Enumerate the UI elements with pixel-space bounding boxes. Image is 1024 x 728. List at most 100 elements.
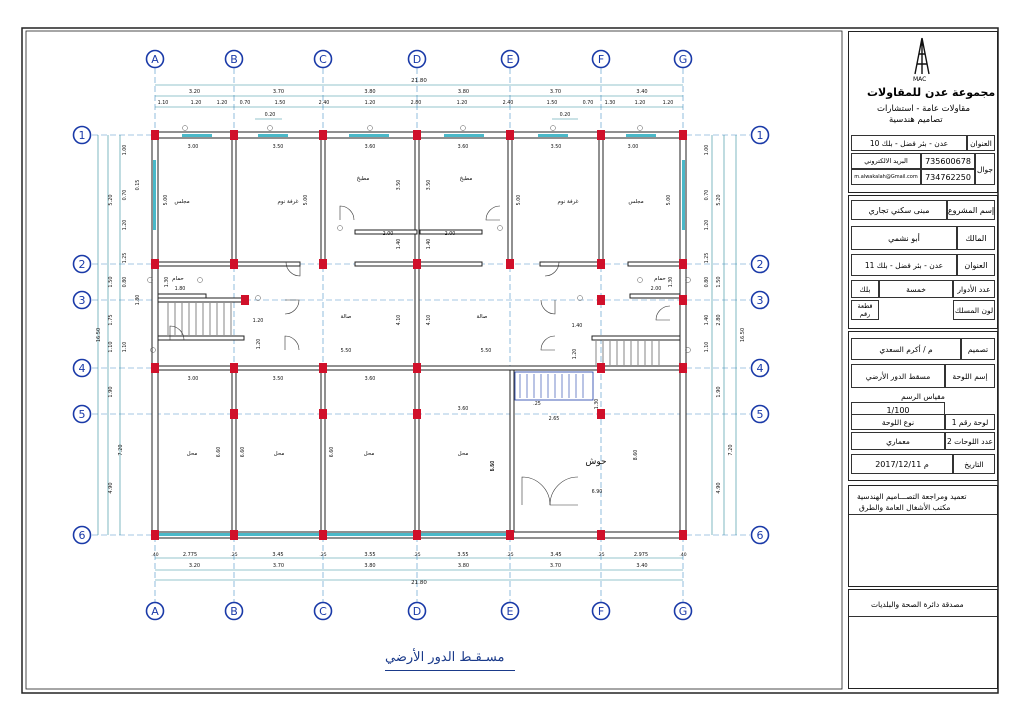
mobile-1: 735600678 xyxy=(921,153,975,169)
window-north xyxy=(182,134,212,137)
room-dim: 5.50 xyxy=(341,348,352,354)
address-value: عدن - بئر فضل - بلك 10 xyxy=(851,135,967,151)
dim-right: 7.20 xyxy=(728,444,734,455)
marker-circle xyxy=(685,277,691,283)
wall-shop-v xyxy=(320,369,326,533)
grid-label-4-right: 4 xyxy=(757,362,764,375)
dim-right-inner: 1.25 xyxy=(704,253,710,264)
mobile-label: جوال xyxy=(975,153,995,185)
marker-circle xyxy=(197,277,203,283)
grid-bubble-E-top xyxy=(500,49,520,69)
dim-top-detail: 1.20 xyxy=(191,100,202,106)
dim-bottom-span: 3.70 xyxy=(273,563,284,569)
company-name: مجموعة عدن للمقاولات xyxy=(867,86,996,99)
marker-circle xyxy=(577,295,583,301)
sheet-name-label: إسم اللوحة xyxy=(945,364,995,388)
grid-label-E-bottom: E xyxy=(507,605,514,618)
column-14 xyxy=(241,295,249,305)
room-label: محل xyxy=(274,451,285,457)
room-dim: 1.30 xyxy=(668,277,674,288)
dim-bottom-detail: 3.55 xyxy=(364,552,375,558)
dim-bottom-small: .25 xyxy=(506,552,513,558)
marker-circle xyxy=(367,125,373,131)
dim-top-span: 3.80 xyxy=(364,89,375,95)
floors-label: عدد الأدوار xyxy=(953,280,995,298)
room-dim: 1.80 xyxy=(175,286,186,292)
column-18 xyxy=(230,363,238,373)
dim-left: 1.90 xyxy=(108,386,114,397)
column-16 xyxy=(679,295,687,305)
block-value: بلك xyxy=(851,280,879,298)
columns xyxy=(151,130,687,540)
plan-title-underline xyxy=(385,670,515,671)
dim-bottom-detail: 3.45 xyxy=(272,552,283,558)
column-25 xyxy=(413,409,421,419)
dim-bottom-total: 21.80 xyxy=(411,580,427,586)
sheet-type-value: معماري xyxy=(851,432,945,450)
marker-circle xyxy=(550,125,556,131)
column-3 xyxy=(413,130,421,140)
window-north xyxy=(538,134,568,137)
grid-label-5-left: 5 xyxy=(79,408,86,421)
email-value: m.alwakalah@Gmail.com xyxy=(851,169,921,185)
column-31 xyxy=(506,530,514,540)
room-label: صالة xyxy=(341,314,352,320)
wall-kitchen-l xyxy=(354,229,418,235)
grid-label-A-bottom: A xyxy=(151,605,159,618)
column-1 xyxy=(230,130,238,140)
marker-circle xyxy=(267,125,273,131)
marker-circle xyxy=(255,295,261,301)
date-value: 2017/12/11 م xyxy=(851,454,953,474)
grid-bubble-1-left xyxy=(72,125,92,145)
window-east xyxy=(682,160,685,230)
room-label: غرفة نوم xyxy=(557,199,578,205)
wall-stair-top-l xyxy=(157,297,245,303)
dim-bottom-detail: 2.975 xyxy=(634,552,648,558)
dim-top-detail: 2.40 xyxy=(319,100,330,106)
dim-bottom-span: 3.20 xyxy=(189,563,200,569)
column-29 xyxy=(319,530,327,540)
grid-label-6-right: 6 xyxy=(757,529,764,542)
marker-circle xyxy=(637,125,643,131)
grid-bubble-5-left xyxy=(72,404,92,424)
approval-1-line1: تعميد ومراجعة التصـــاميم الهندسية xyxy=(857,492,967,501)
column-23 xyxy=(230,409,238,419)
grid-bubble-5-right xyxy=(750,404,770,424)
dim-top-detail: 2.80 xyxy=(411,100,422,106)
window-shopfront xyxy=(158,533,508,536)
wall-bath-l xyxy=(157,293,207,299)
dim-top-detail: 1.20 xyxy=(217,100,228,106)
door-hall-r2 xyxy=(540,335,556,351)
room-dim: 5.00 xyxy=(516,195,522,206)
wall-stair-top-r xyxy=(591,335,681,341)
grid-bubble-1-right xyxy=(750,125,770,145)
dim-top-total: 21.80 xyxy=(411,78,427,84)
dim-bottom-small: .25 xyxy=(597,552,604,558)
room-dim: 2.00 xyxy=(445,231,456,237)
grid-label-F-top: F xyxy=(598,53,604,66)
project-value: مبنى سكني تجاري xyxy=(851,200,947,220)
door-stair-r xyxy=(655,305,671,321)
wall-upper-v xyxy=(598,137,604,265)
column-22 xyxy=(679,363,687,373)
column-27 xyxy=(151,530,159,540)
column-8 xyxy=(230,259,238,269)
walls xyxy=(151,131,687,539)
wall-shop-v xyxy=(231,369,237,533)
grid-bubble-B-bottom xyxy=(224,601,244,621)
window-west xyxy=(153,160,156,230)
window-north xyxy=(444,134,484,137)
room-dim: 4.10 xyxy=(396,315,402,326)
grid-bubble-4-right xyxy=(750,358,770,378)
room-label: محل xyxy=(364,451,375,457)
column-12 xyxy=(597,259,605,269)
column-11 xyxy=(506,259,514,269)
window-north xyxy=(349,134,389,137)
grid-label-4-left: 4 xyxy=(79,362,86,375)
design-value: م / أكرم السعدي xyxy=(851,338,961,360)
window-north xyxy=(258,134,288,137)
dim-top-span: 3.40 xyxy=(636,89,647,95)
dim-right-inner: 1.20 xyxy=(704,220,710,231)
grid-bubble-C-bottom xyxy=(313,601,333,621)
